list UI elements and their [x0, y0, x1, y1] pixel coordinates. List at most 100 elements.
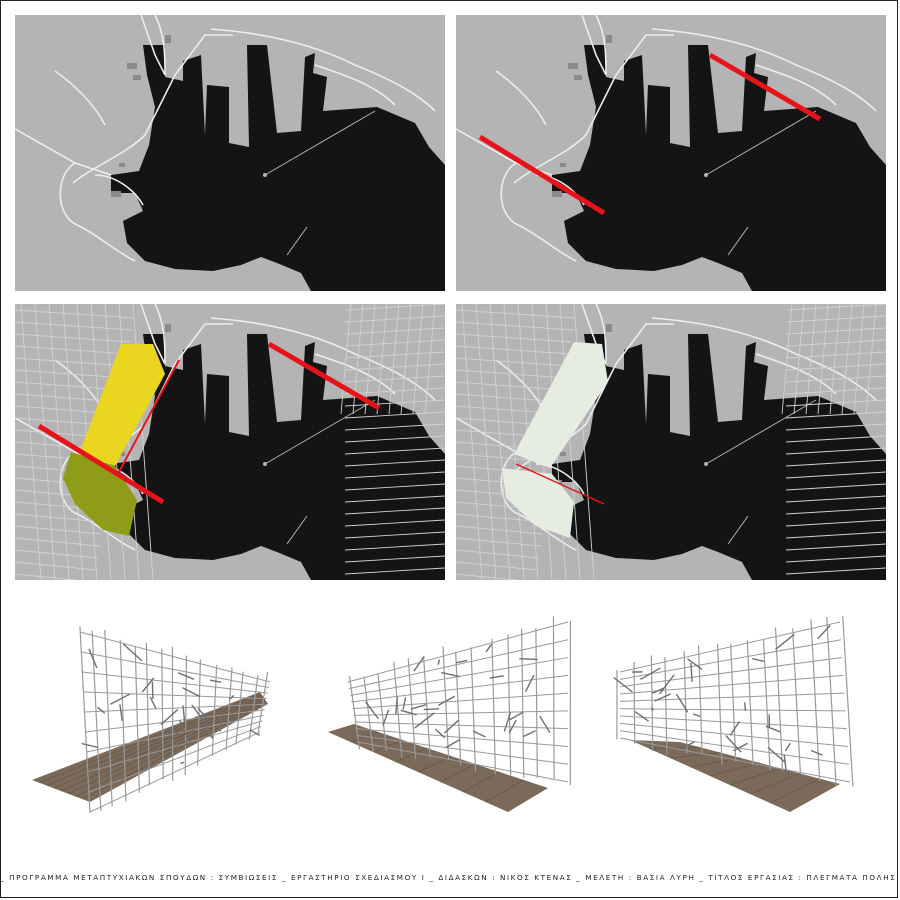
street-line: [400, 304, 412, 415]
deck-plank: [350, 731, 379, 743]
street-line: [785, 351, 886, 359]
deck-plank: [729, 767, 781, 786]
horizontal-pipe: [352, 692, 569, 710]
street-line: [344, 435, 445, 443]
street-line: [489, 304, 511, 580]
building-block: [574, 75, 582, 80]
street-line: [15, 369, 126, 379]
road-line: [154, 304, 166, 365]
mole-line: [264, 110, 376, 176]
street-line: [376, 304, 388, 415]
street-line: [456, 309, 576, 319]
deck-plank: [462, 771, 500, 793]
diagonal-pipe: [204, 726, 214, 740]
horizontal-pipe: [84, 703, 266, 713]
road-line: [210, 317, 436, 401]
scaffold-frame: [613, 616, 854, 787]
vertical-pipe: [225, 667, 233, 750]
diagonal-pipe: [191, 704, 203, 720]
building-block: [133, 75, 141, 80]
road-line: [94, 174, 144, 206]
diagonal-pipe: [652, 687, 665, 694]
diagonal-pipe: [182, 687, 201, 698]
street-line: [344, 351, 445, 359]
deck-plank: [75, 700, 267, 797]
road-line: [140, 304, 166, 365]
street-line: [344, 543, 445, 551]
building-block: [560, 163, 566, 167]
diagonal-pipe: [402, 697, 407, 710]
diagonal-pipe: [164, 731, 180, 747]
site-map-park: [456, 304, 886, 580]
horizontal-pipe: [619, 639, 842, 680]
scaffold-render-side: [318, 612, 588, 852]
street-line: [412, 304, 424, 415]
diagonal-pipe: [509, 711, 524, 721]
street-line: [15, 513, 104, 523]
street-line: [364, 304, 376, 415]
diagonal-pipe: [456, 659, 468, 664]
diagonal-pipe: [508, 720, 517, 734]
building-block: [111, 191, 121, 197]
road-line: [59, 451, 136, 551]
mole-line: [727, 515, 749, 545]
vertical-pipe: [746, 640, 754, 766]
diagonal-pipe: [485, 643, 493, 653]
site-map-zones: [15, 304, 445, 580]
diagonal-pipe: [503, 711, 512, 732]
building-block: [119, 452, 125, 456]
horizontal-pipe: [619, 722, 848, 747]
street-line: [344, 363, 445, 371]
street-line: [456, 561, 538, 571]
road-line: [140, 15, 166, 76]
horizontal-pipe: [619, 708, 846, 712]
street-line: [344, 447, 445, 455]
horizontal-pipe: [86, 714, 264, 753]
vertical-pipe: [104, 629, 113, 807]
road-line: [314, 64, 396, 106]
site-map-axes: [456, 15, 886, 291]
street-line: [344, 387, 445, 395]
mole-line: [705, 399, 817, 465]
vertical-pipe: [257, 672, 269, 736]
diagonal-pipe: [229, 694, 235, 700]
diagonal-pipe: [437, 659, 441, 665]
building-block: [127, 63, 137, 69]
red-axis-west: [478, 134, 606, 216]
street-line: [841, 304, 853, 415]
diagonal-pipe: [149, 696, 157, 709]
scaffold-frame: [347, 616, 572, 786]
horizontal-pipe: [82, 671, 268, 694]
street-line: [503, 304, 525, 580]
street-line: [785, 435, 886, 443]
street-line: [829, 304, 841, 415]
street-line: [785, 339, 886, 347]
street-line: [785, 423, 886, 431]
diagonal-pipe: [744, 702, 747, 712]
diagonal-pipe: [219, 712, 223, 732]
diagonal-pipe: [423, 708, 440, 711]
diagonal-pipe: [441, 671, 460, 678]
road-line: [651, 28, 877, 112]
street-line: [34, 304, 56, 580]
road-line: [513, 34, 674, 184]
mole-line: [286, 226, 308, 256]
diagonal-pipe: [539, 715, 551, 733]
diagonal-pipe: [160, 708, 179, 726]
vertical-pipe: [842, 616, 854, 787]
horizontal-pipe: [89, 731, 261, 813]
deck-plank: [68, 699, 266, 795]
street-line: [344, 327, 445, 335]
diagonal-pipe: [109, 693, 131, 705]
vertical-pipe: [197, 659, 201, 766]
street-line: [785, 483, 886, 491]
diagonal-pipe: [414, 712, 435, 729]
vertical-pipe: [507, 634, 512, 776]
vertical-pipe: [211, 665, 218, 756]
horizontal-pipe: [87, 720, 263, 773]
street-line: [344, 304, 445, 311]
diagonal-pipe: [817, 624, 831, 640]
building-block: [165, 35, 171, 43]
diagonal-pipe: [687, 658, 703, 671]
vertical-pipe: [423, 658, 431, 759]
